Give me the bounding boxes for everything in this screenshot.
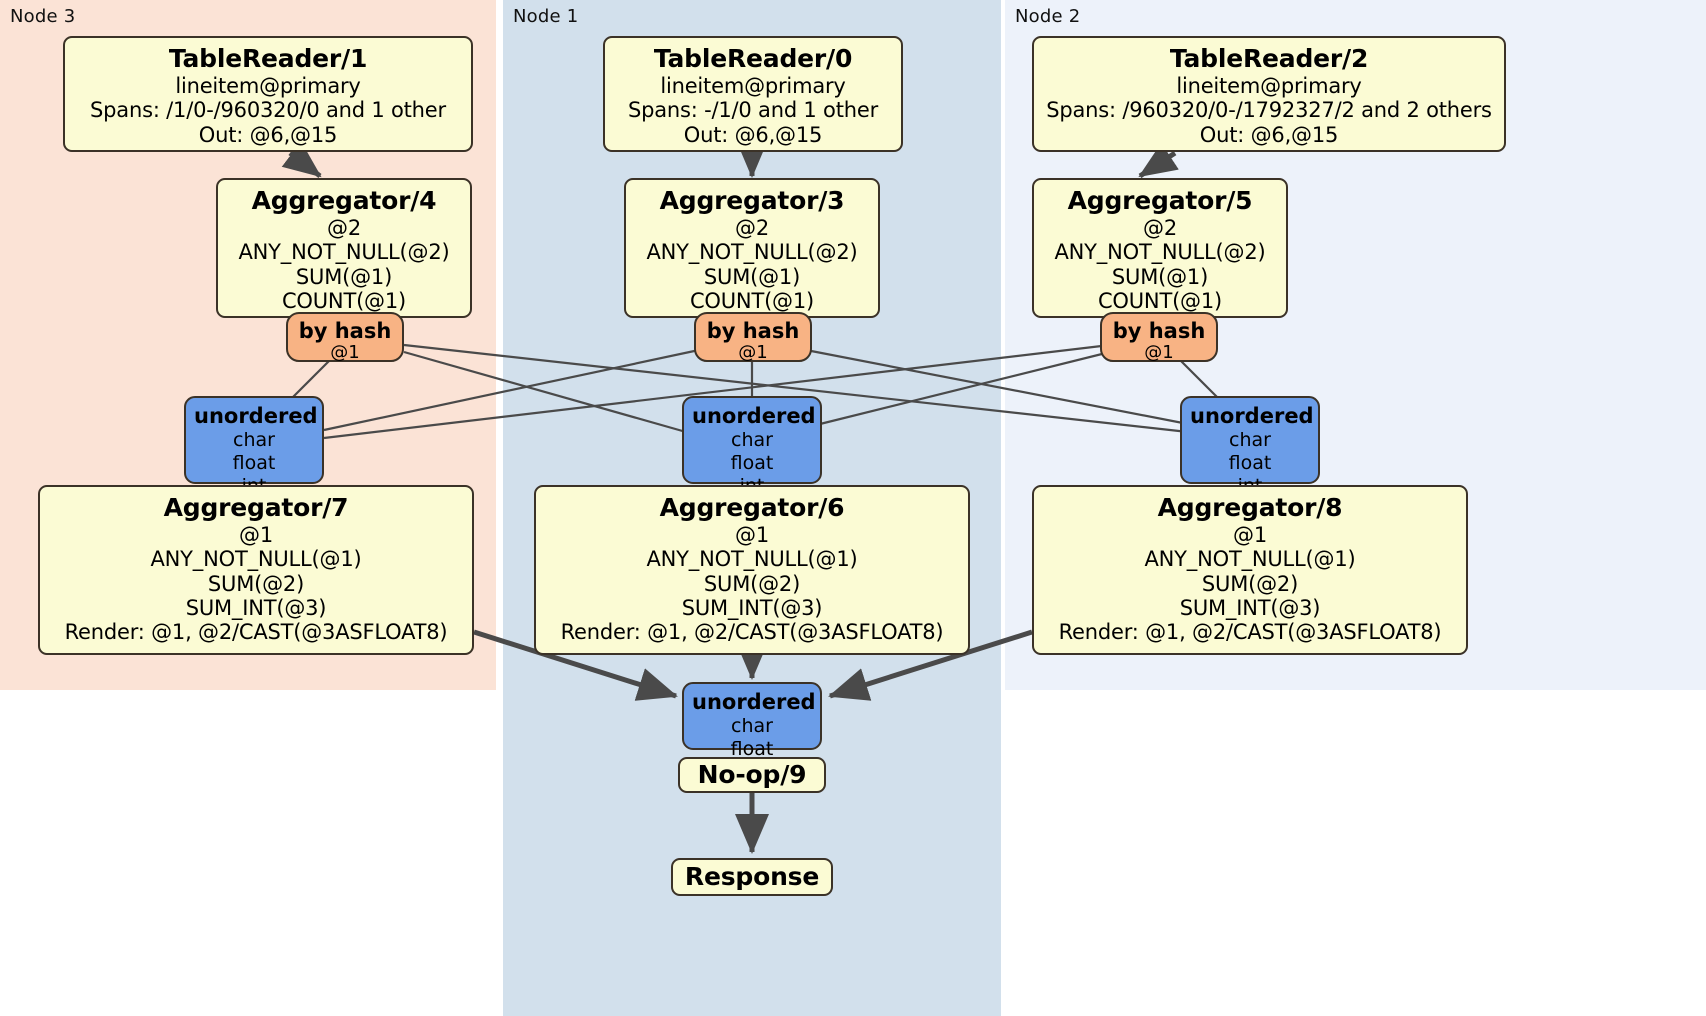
processor-detail-line: lineitem@primary — [660, 74, 846, 98]
node-region-label-node3: Node 3 — [10, 6, 76, 27]
synchronizer-type-line: char — [731, 715, 773, 738]
processor-title: Aggregator/3 — [659, 186, 845, 215]
synchronizer-type-line: float — [730, 737, 774, 760]
router-by-hash-left[interactable]: by hash @1 — [286, 312, 404, 364]
synchronizer-type-line: float — [232, 451, 276, 474]
processor-title: Aggregator/6 — [659, 493, 845, 522]
processor-detail-line: @2 — [327, 216, 361, 240]
processor-title: Aggregator/8 — [1157, 493, 1343, 522]
processor-detail-line: ANY_NOT_NULL(@1) — [150, 547, 362, 572]
synchronizer-unordered-final[interactable]: unordered char float — [682, 682, 822, 760]
processor-title: Response — [684, 861, 820, 891]
processor-aggregator-3[interactable]: Aggregator/3 @2 ANY_NOT_NULL(@2) SUM(@1)… — [624, 178, 880, 318]
processor-detail-line: @2 — [1143, 216, 1177, 240]
processor-title: No-op/9 — [697, 759, 807, 789]
processor-title: Aggregator/4 — [251, 186, 437, 215]
synchronizer-type-line: float — [730, 451, 774, 474]
node-region-label-node2: Node 2 — [1015, 6, 1081, 27]
processor-detail-line: SUM_INT(@3) — [1179, 596, 1321, 621]
processor-detail-line: ANY_NOT_NULL(@2) — [1054, 240, 1266, 265]
processor-detail-line: SUM(@2) — [703, 571, 801, 596]
processor-detail-line: SUM_INT(@3) — [681, 596, 823, 621]
router-title: by hash — [298, 319, 392, 343]
synchronizer-type-line: float — [1228, 451, 1272, 474]
processor-detail-line: SUM(@1) — [703, 264, 801, 289]
processor-title: Aggregator/7 — [163, 493, 349, 522]
processor-render-line: Render: @1, @2/CAST(@3ASFLOAT8) — [64, 620, 448, 645]
processor-detail-line: ANY_NOT_NULL(@2) — [646, 240, 858, 265]
processor-detail-line: Out: @6,@15 — [683, 122, 823, 147]
synchronizer-type-line: char — [1229, 429, 1271, 452]
processor-aggregator-4[interactable]: Aggregator/4 @2 ANY_NOT_NULL(@2) SUM(@1)… — [216, 178, 472, 318]
synchronizer-title: unordered — [692, 690, 816, 714]
processor-detail-line: lineitem@primary — [175, 74, 361, 98]
processor-detail-line: @1 — [735, 523, 769, 547]
processor-detail-line: COUNT(@1) — [689, 289, 815, 314]
processor-detail-line: @1 — [1233, 523, 1267, 547]
processor-aggregator-8[interactable]: Aggregator/8 @1 ANY_NOT_NULL(@1) SUM(@2)… — [1032, 485, 1468, 655]
processor-title: TableReader/1 — [168, 44, 368, 73]
processor-aggregator-7[interactable]: Aggregator/7 @1 ANY_NOT_NULL(@1) SUM(@2)… — [38, 485, 474, 655]
node-region-label-node1: Node 1 — [513, 6, 579, 27]
processor-render-line: Render: @1, @2/CAST(@3ASFLOAT8) — [1058, 620, 1442, 645]
processor-detail-line: ANY_NOT_NULL(@1) — [1144, 547, 1356, 572]
processor-detail-line: @2 — [735, 216, 769, 240]
processor-title: TableReader/2 — [1169, 44, 1369, 73]
processor-table-reader-0[interactable]: TableReader/0 lineitem@primary Spans: -/… — [603, 36, 903, 152]
synchronizer-unordered-left[interactable]: unordered char float int — [184, 396, 324, 497]
processor-detail-line: ANY_NOT_NULL(@1) — [646, 547, 858, 572]
router-by-hash-center[interactable]: by hash @1 — [694, 312, 812, 364]
router-detail-line: @1 — [738, 342, 768, 364]
processor-detail-line: SUM_INT(@3) — [185, 596, 327, 621]
processor-table-reader-2[interactable]: TableReader/2 lineitem@primary Spans: /9… — [1032, 36, 1506, 152]
processor-table-reader-1[interactable]: TableReader/1 lineitem@primary Spans: /1… — [63, 36, 473, 152]
processor-detail-line: Spans: /1/0-/960320/0 and 1 other — [90, 98, 446, 123]
processor-detail-line: SUM(@1) — [295, 264, 393, 289]
router-detail-line: @1 — [330, 342, 360, 364]
processor-noop-9[interactable]: No-op/9 — [678, 757, 826, 793]
synchronizer-type-line: char — [731, 429, 773, 452]
processor-detail-line: ANY_NOT_NULL(@2) — [238, 240, 450, 265]
processor-detail-line: SUM(@1) — [1111, 264, 1209, 289]
processor-title: TableReader/0 — [653, 44, 853, 73]
processor-detail-line: Spans: -/1/0 and 1 other — [627, 98, 879, 123]
synchronizer-title: unordered — [1190, 404, 1314, 428]
processor-detail-line: COUNT(@1) — [1097, 289, 1223, 314]
processor-detail-line: SUM(@2) — [207, 571, 305, 596]
processor-detail-line: Out: @6,@15 — [1199, 122, 1339, 147]
router-by-hash-right[interactable]: by hash @1 — [1100, 312, 1218, 364]
processor-detail-line: COUNT(@1) — [281, 289, 407, 314]
processor-detail-line: lineitem@primary — [1176, 74, 1362, 98]
router-detail-line: @1 — [1144, 342, 1174, 364]
synchronizer-unordered-center[interactable]: unordered char float int — [682, 396, 822, 497]
processor-aggregator-6[interactable]: Aggregator/6 @1 ANY_NOT_NULL(@1) SUM(@2)… — [534, 485, 970, 655]
processor-aggregator-5[interactable]: Aggregator/5 @2 ANY_NOT_NULL(@2) SUM(@1)… — [1032, 178, 1288, 318]
router-title: by hash — [706, 319, 800, 343]
processor-detail-line: SUM(@2) — [1201, 571, 1299, 596]
synchronizer-title: unordered — [692, 404, 816, 428]
processor-title: Aggregator/5 — [1067, 186, 1253, 215]
router-title: by hash — [1112, 319, 1206, 343]
synchronizer-title: unordered — [194, 404, 318, 428]
processor-response[interactable]: Response — [671, 858, 833, 896]
synchronizer-type-line: char — [233, 429, 275, 452]
processor-render-line: Render: @1, @2/CAST(@3ASFLOAT8) — [560, 620, 944, 645]
synchronizer-unordered-right[interactable]: unordered char float int — [1180, 396, 1320, 497]
processor-detail-line: @1 — [239, 523, 273, 547]
processor-detail-line: Out: @6,@15 — [198, 122, 338, 147]
processor-detail-line: Spans: /960320/0-/1792327/2 and 2 others — [1046, 98, 1492, 123]
